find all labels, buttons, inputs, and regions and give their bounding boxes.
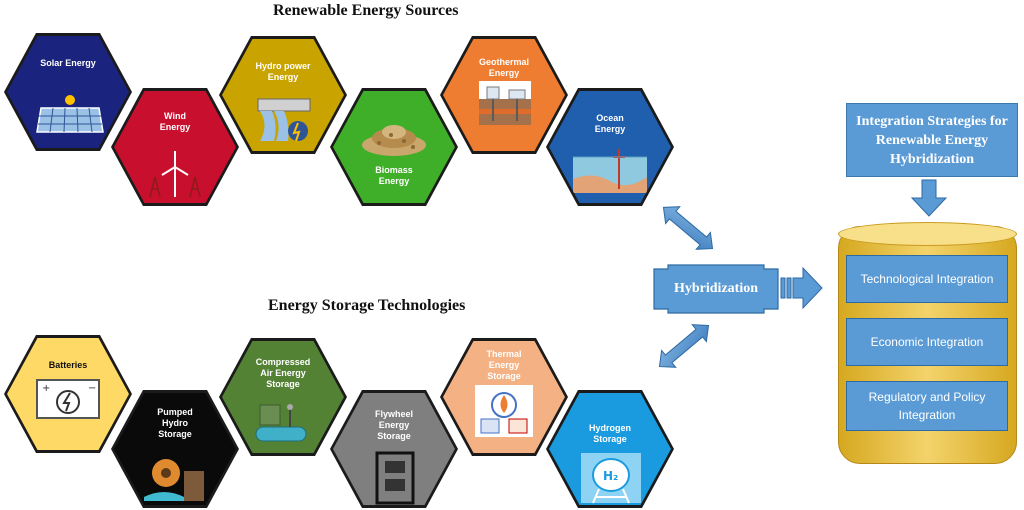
storage-hex-label-3: Flywheel Energy Storage: [374, 409, 413, 441]
right-arrow: [780, 266, 823, 310]
integration-cylinder-top: [838, 222, 1017, 246]
upper-double-arrow: [662, 206, 714, 250]
storage-hex-label-5: Hydrogen Storage: [588, 423, 631, 444]
source-hex-fill-0: Solar Energy: [7, 36, 129, 148]
source-hex-label-0: Solar Energy: [40, 58, 96, 68]
source-hex-label-5: Ocean Energy: [594, 113, 626, 134]
economic-integration-box: Economic Integration: [846, 318, 1008, 366]
hybridization-label: Hybridization: [673, 281, 758, 296]
lower-double-arrow: [658, 324, 710, 368]
storage-hex-label-4: Thermal Energy Storage: [486, 349, 522, 381]
technological-integration-box: Technological Integration: [846, 255, 1008, 303]
source-hex-label-2: Hydro power Energy: [255, 61, 311, 82]
svg-text:H₂: H₂: [603, 469, 618, 483]
storage-title: Energy Storage Technologies: [268, 297, 466, 314]
storage-hex-label-0: Batteries: [48, 360, 88, 370]
source-hex-fill-3: Biomass Energy: [333, 91, 455, 203]
sources-title: Renewable Energy Sources: [273, 2, 459, 19]
source-hex-label-1: Wind Energy: [159, 111, 191, 132]
source-hex-label-4: Geothermal Energy: [478, 57, 529, 78]
storage-hex-label-1: Pumped Hydro Storage: [157, 407, 193, 439]
svg-text:−: −: [88, 383, 96, 394]
strategies-title: Integration Strategies for Renewable Ene…: [846, 103, 1018, 177]
regulatory-policy-integration-box: Regulatory and Policy Integration: [846, 381, 1008, 431]
storage-hex-fill-3: Flywheel Energy Storage: [333, 393, 455, 505]
source-hex-label-3: Biomass Energy: [375, 165, 413, 186]
storage-hex-label-2: Compressed Air Energy Storage: [255, 357, 311, 389]
down-arrow: [910, 179, 948, 217]
svg-text:+: +: [42, 383, 50, 394]
